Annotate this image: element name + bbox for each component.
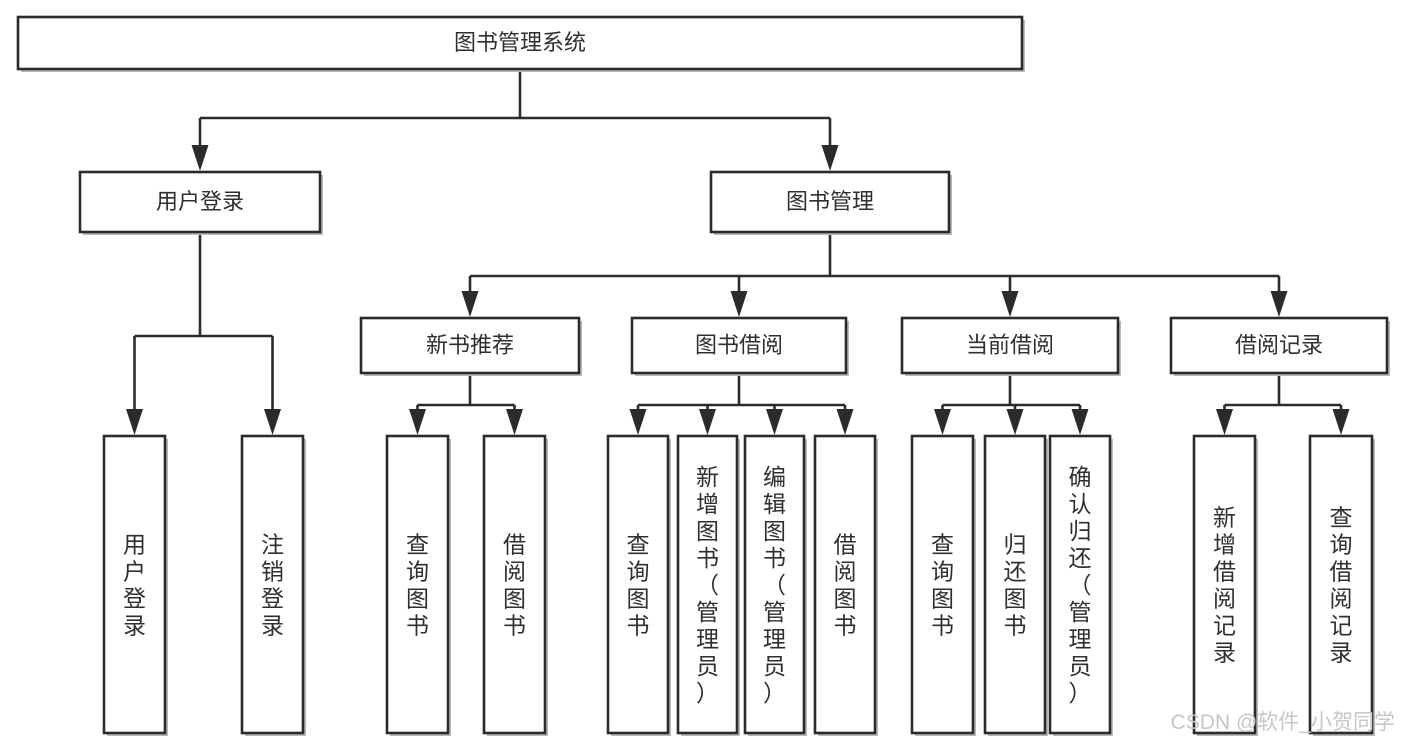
nodes-layer: 图书管理系统用户登录图书管理新书推荐图书借阅当前借阅借阅记录用户登录注销登录查询… — [16, 15, 1390, 736]
node-label: 查询图书 — [627, 532, 650, 639]
node-leaf-logout[interactable]: 注销登录 — [240, 434, 306, 736]
edge-arrowhead — [836, 409, 854, 435]
node-label: 借阅图书 — [834, 532, 857, 639]
edge-arrowhead — [730, 291, 748, 317]
node-box[interactable] — [78, 170, 322, 234]
node-label: 图书借阅 — [695, 332, 783, 357]
node-user-login[interactable]: 用户登录 — [78, 170, 323, 235]
node-label: 用户登录 — [156, 189, 244, 214]
node-leaf-borrow-book-b[interactable]: 借阅图书 — [813, 434, 878, 736]
node-label: 归还图书 — [1004, 532, 1027, 639]
node-label: 新增借阅记录 — [1213, 505, 1236, 666]
node-leaf-query-book-a[interactable]: 查询图书 — [385, 434, 451, 736]
node-leaf-user-login[interactable]: 用户登录 — [102, 434, 168, 736]
node-current-borrow[interactable]: 当前借阅 — [900, 316, 1121, 376]
node-box[interactable] — [385, 434, 450, 735]
node-label: 图书管理 — [786, 189, 874, 214]
node-leaf-query-book-c[interactable]: 查询图书 — [910, 434, 976, 736]
node-box[interactable] — [630, 316, 848, 375]
node-box[interactable] — [482, 434, 547, 735]
edges-layer — [126, 69, 1350, 435]
node-label: 查询图书 — [406, 532, 429, 639]
edge-arrowhead — [1001, 291, 1019, 317]
edge-arrowhead — [409, 409, 426, 435]
node-leaf-add-record[interactable]: 新增借阅记录 — [1192, 434, 1258, 736]
node-box[interactable] — [813, 434, 877, 735]
node-box[interactable] — [900, 316, 1120, 375]
node-label: 编辑图书（管理员） — [763, 464, 786, 706]
node-box[interactable] — [606, 434, 670, 735]
node-label: 图书管理系统 — [454, 30, 586, 55]
node-box[interactable] — [983, 434, 1047, 735]
node-box[interactable] — [676, 434, 739, 735]
node-book-borrow[interactable]: 图书借阅 — [630, 316, 849, 376]
node-label: 确认归还（管理员） — [1069, 464, 1092, 706]
node-box[interactable] — [709, 170, 951, 234]
node-root[interactable]: 图书管理系统 — [16, 15, 1025, 72]
edge-arrowhead — [629, 409, 647, 435]
edge-arrowhead — [766, 409, 783, 435]
node-leaf-query-book-b[interactable]: 查询图书 — [606, 434, 671, 736]
edge-arrowhead — [699, 409, 716, 435]
node-label: 当前借阅 — [966, 332, 1054, 357]
node-label: 借阅记录 — [1235, 332, 1323, 357]
edge-arrowhead — [264, 409, 281, 435]
node-box[interactable] — [1048, 434, 1112, 735]
node-box[interactable] — [1169, 316, 1389, 375]
node-borrow-record[interactable]: 借阅记录 — [1169, 316, 1390, 376]
node-box[interactable] — [1192, 434, 1257, 735]
node-label: 注销登录 — [261, 532, 284, 639]
node-label: 新增图书（管理员） — [696, 464, 719, 706]
node-box[interactable] — [102, 434, 167, 735]
node-label: 用户登录 — [123, 532, 146, 639]
node-label: 查询借阅记录 — [1330, 505, 1353, 666]
node-label: 查询图书 — [931, 532, 954, 639]
node-leaf-return-book[interactable]: 归还图书 — [983, 434, 1048, 736]
node-box[interactable] — [910, 434, 975, 735]
edge-arrowhead — [1270, 291, 1288, 317]
node-box[interactable] — [359, 316, 581, 375]
node-leaf-edit-book[interactable]: 编辑图书（管理员） — [743, 434, 807, 736]
node-new-book-rec[interactable]: 新书推荐 — [359, 316, 582, 376]
edge-arrowhead — [1332, 409, 1350, 435]
node-book-manage[interactable]: 图书管理 — [709, 170, 952, 235]
edge-arrowhead — [934, 409, 951, 435]
edge-arrowhead — [1216, 409, 1233, 435]
node-leaf-query-record[interactable]: 查询借阅记录 — [1308, 434, 1375, 736]
node-label: 新书推荐 — [426, 332, 514, 357]
edge-arrowhead — [191, 145, 209, 171]
node-box[interactable] — [240, 434, 305, 735]
node-leaf-add-book[interactable]: 新增图书（管理员） — [676, 434, 740, 736]
edge-arrowhead — [461, 291, 479, 317]
edge-arrowhead — [1071, 409, 1089, 435]
node-box[interactable] — [1308, 434, 1374, 735]
node-leaf-borrow-book-a[interactable]: 借阅图书 — [482, 434, 548, 736]
edge-arrowhead — [506, 409, 523, 435]
node-leaf-confirm-return[interactable]: 确认归还（管理员） — [1048, 434, 1113, 736]
edge-arrowhead — [1006, 409, 1024, 435]
edge-arrowhead — [126, 409, 143, 435]
node-label: 借阅图书 — [503, 532, 526, 639]
edge-arrowhead — [821, 145, 839, 171]
node-box[interactable] — [16, 15, 1024, 71]
csdn-watermark: CSDN @软件_小贺同学 — [1171, 711, 1395, 734]
node-box[interactable] — [743, 434, 806, 735]
